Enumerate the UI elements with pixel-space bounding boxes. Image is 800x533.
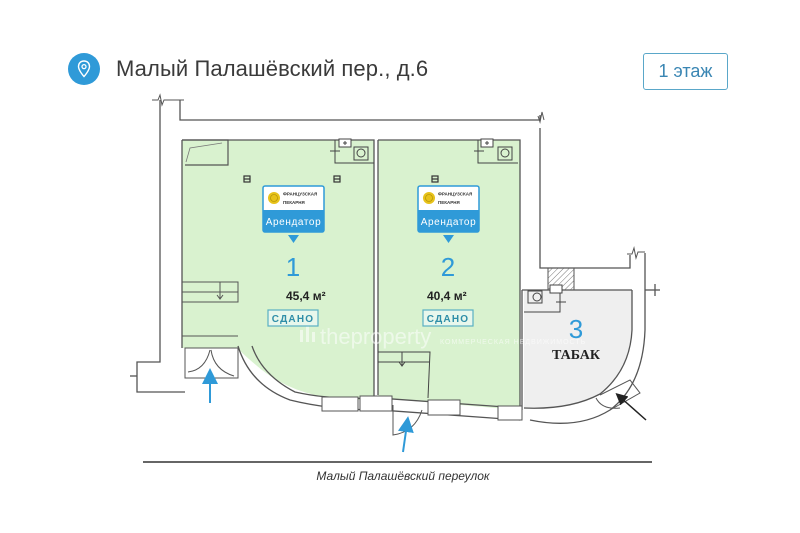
street-label: Малый Палашёвский переулок [316, 469, 490, 483]
pointer-down-icon [443, 235, 454, 243]
stairs-unit-2 [378, 351, 431, 399]
unit-1-area[interactable] [182, 140, 374, 400]
watermark-brand: theproperty [320, 324, 431, 349]
tenant-logo-line2: ПЕКАРНЯ [283, 200, 305, 205]
tenant-logo-line2: ПЕКАРНЯ [438, 200, 460, 205]
tenant-logo-line1: ФРАНЦУЗСКАЯ [438, 192, 472, 197]
unit-3-area[interactable] [524, 290, 632, 409]
status-badge: СДАНО [422, 309, 474, 327]
watermark-logo-bar [300, 330, 303, 342]
status-text: СДАНО [272, 314, 314, 325]
watermark: theproperty КОММЕРЧЕСКАЯ НЕДВИЖИМОСТЬ [300, 324, 586, 349]
unit-number: 3 [569, 314, 583, 344]
unit-number: 2 [441, 252, 455, 282]
tenant-logo-icon [268, 192, 280, 204]
wall-break-mark [152, 93, 184, 107]
tenant-card-unit-2[interactable]: ФРАНЦУЗСКАЯ ПЕКАРНЯ Арендатор [417, 185, 480, 243]
facade-pillars [321, 396, 523, 421]
status-text: СДАНО [427, 314, 469, 325]
unit-area: 45,4 м² [286, 289, 326, 303]
shaft [182, 139, 229, 166]
watermark-tagline: КОММЕРЧЕСКАЯ НЕДВИЖИМОСТЬ [440, 339, 586, 346]
unit-area: 40,4 м² [427, 289, 467, 303]
wc-unit-1 [330, 138, 374, 164]
tenant-logo-line1: ФРАНЦУЗСКАЯ [283, 192, 317, 197]
stairs-unit-1 [181, 281, 239, 337]
watermark-logo-bar [312, 332, 315, 342]
unit-name: ТАБАК [552, 348, 601, 363]
tenant-logo-icon [423, 192, 435, 204]
floor-selector-button[interactable]: 1 этаж [643, 53, 728, 90]
entrance-arrow-icon [397, 416, 414, 453]
shaft-detail [185, 142, 223, 163]
watermark-logo-bar [306, 326, 309, 342]
address-header: Малый Палашёвский пер., д.6 [68, 52, 428, 86]
entrance-door-unit-1[interactable] [184, 347, 239, 379]
entrance-door-unit-2[interactable] [359, 395, 461, 436]
wall-break-mark [627, 246, 645, 260]
status-badge: СДАНО [267, 309, 319, 327]
entrance-arrow-icon [615, 393, 647, 421]
tenant-card-unit-1[interactable]: ФРАНЦУЗСКАЯ ПЕКАРНЯ Арендатор [262, 185, 325, 243]
tenant-label: Арендатор [421, 217, 476, 228]
address-text: Малый Палашёвский пер., д.6 [116, 56, 429, 81]
wall-break-mark [537, 111, 545, 124]
wc-unit-2 [474, 138, 518, 164]
wc-unit-3 [524, 284, 566, 313]
tenant-label: Арендатор [266, 217, 321, 228]
map-pin-icon [68, 53, 100, 85]
unit-number: 1 [286, 252, 300, 282]
unit-2-area[interactable] [378, 140, 520, 410]
pointer-down-icon [288, 235, 299, 243]
